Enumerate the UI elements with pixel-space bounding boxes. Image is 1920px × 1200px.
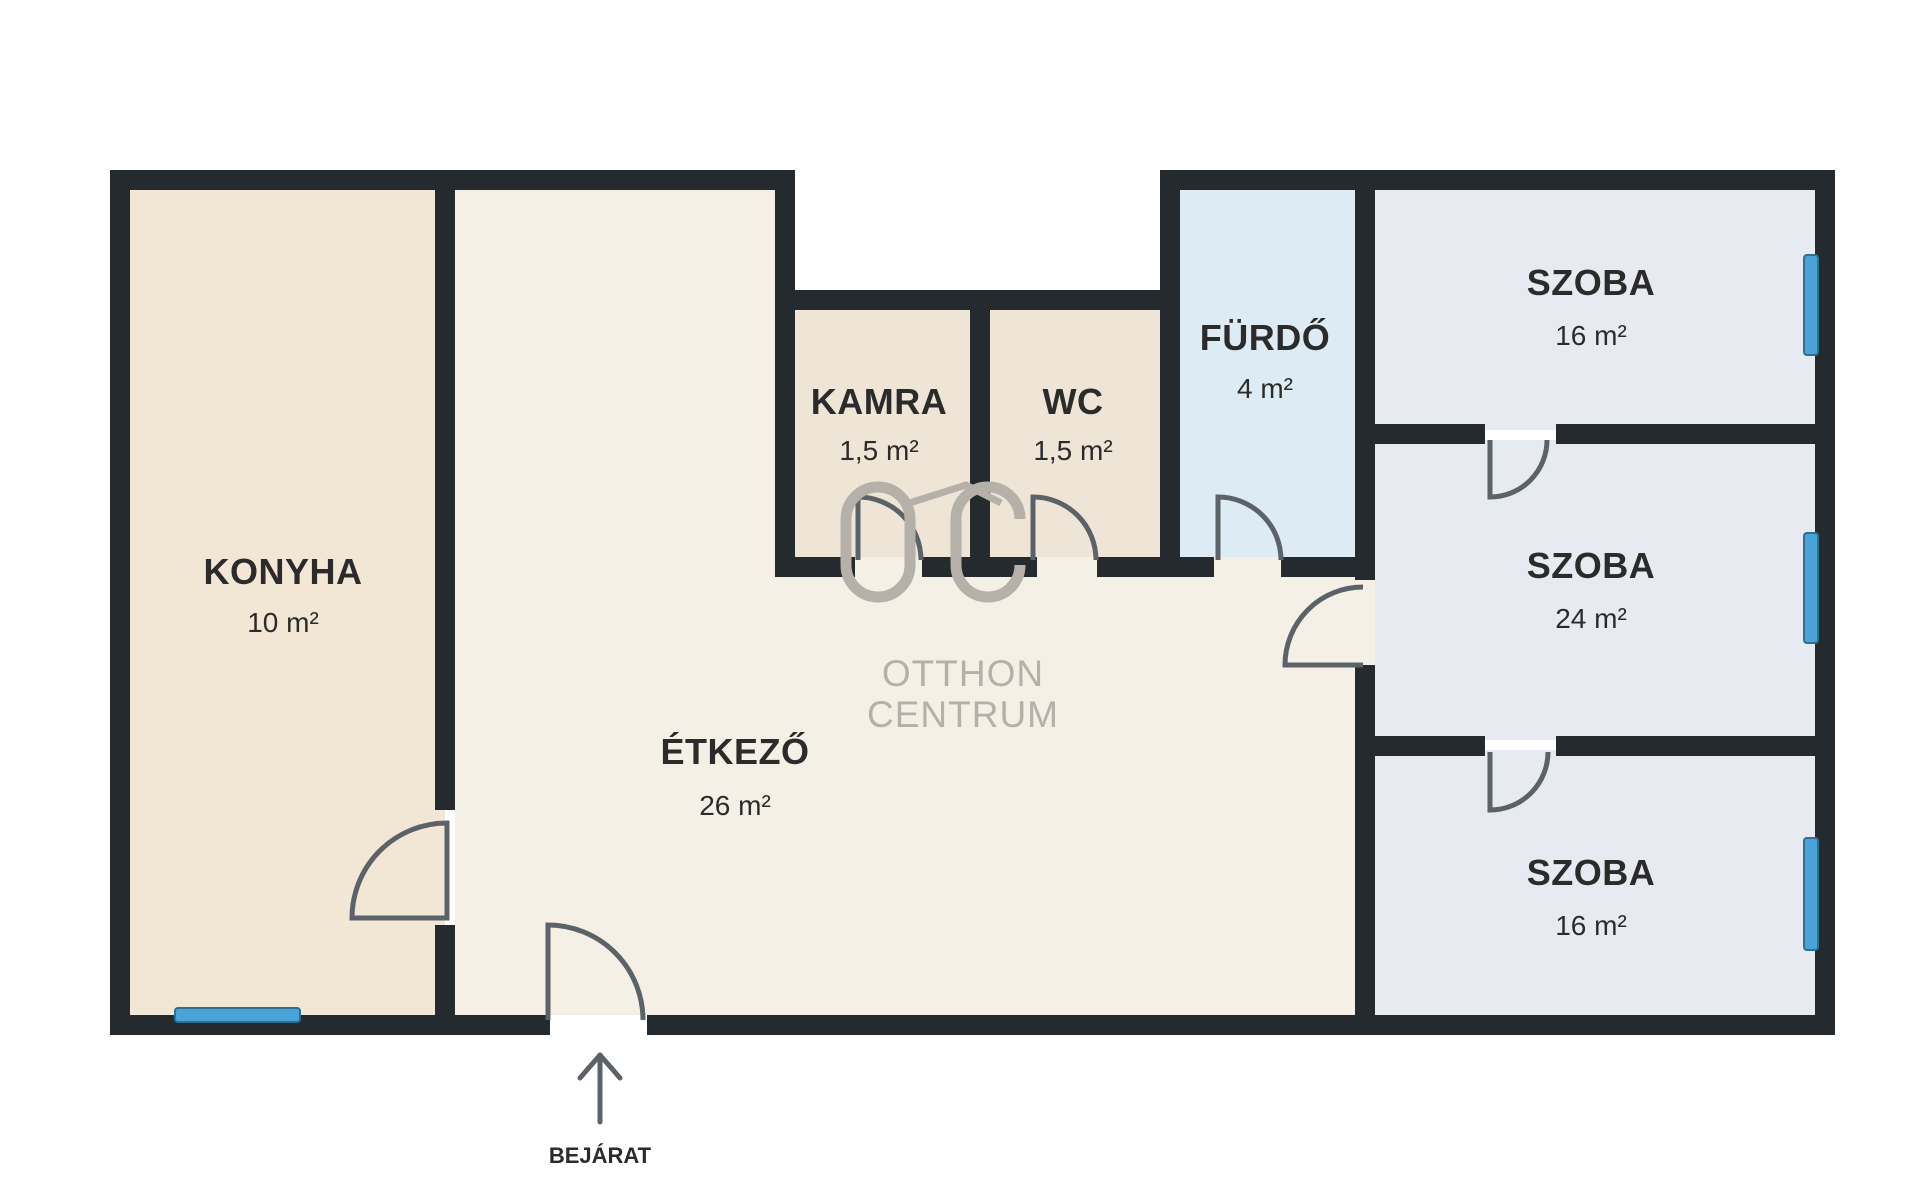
- floor-szoba-2: [1365, 440, 1815, 740]
- watermark-line-1: OTTHON: [882, 653, 1044, 694]
- door-szoba-1: [1487, 439, 1550, 500]
- door-furdo: [1215, 494, 1284, 561]
- room-name-etkezo: ÉTKEZŐ: [660, 730, 809, 772]
- room-area-konyha: 10 m²: [247, 607, 319, 638]
- room-name-szoba-2: SZOBA: [1527, 545, 1656, 586]
- entrance-threshold: [550, 1015, 647, 1033]
- entrance-label: BEJÁRAT: [549, 1143, 652, 1168]
- doors: [349, 439, 1551, 1021]
- floor-etkezo-upper: [455, 190, 775, 560]
- room-area-szoba-1: 16 m²: [1555, 320, 1627, 351]
- door-entrance: [545, 922, 646, 1021]
- room-area-szoba-2: 24 m²: [1555, 603, 1627, 634]
- otthon-centrum-logo: [840, 481, 1026, 603]
- window-szoba-3: [1803, 837, 1819, 951]
- floor-wc: [980, 305, 1165, 557]
- floor-etkezo-lower: [455, 555, 1355, 1015]
- room-area-wc: 1,5 m²: [1033, 435, 1112, 466]
- room-area-furdo: 4 m²: [1237, 373, 1293, 404]
- walls: [110, 170, 1835, 1035]
- room-name-szoba-1: SZOBA: [1527, 262, 1656, 303]
- watermark-line-2: CENTRUM: [867, 694, 1059, 735]
- floor-szoba-1: [1365, 190, 1815, 430]
- window-szoba-2: [1803, 532, 1819, 644]
- room-name-konyha: KONYHA: [203, 551, 362, 592]
- room-area-etkezo: 26 m²: [699, 790, 771, 821]
- window-szoba-1: [1803, 254, 1819, 356]
- floor-kamra: [785, 305, 970, 557]
- window-konyha: [174, 1007, 301, 1023]
- floor-szoba-3: [1365, 750, 1815, 1015]
- door-kamra: [855, 494, 924, 561]
- windows: [174, 254, 1819, 1023]
- floor-passage: [1350, 580, 1375, 665]
- arrow-up-icon: [577, 1052, 623, 1125]
- room-name-szoba-3: SZOBA: [1527, 852, 1656, 893]
- floor-furdo: [1175, 190, 1355, 557]
- floor-konyha: [130, 190, 445, 1015]
- door-wc: [1030, 494, 1099, 561]
- room-name-kamra: KAMRA: [811, 381, 947, 422]
- room-area-kamra: 1,5 m²: [839, 435, 918, 466]
- room-name-wc: WC: [1043, 381, 1104, 422]
- door-konyha: [349, 820, 450, 921]
- door-szoba-3: [1487, 751, 1551, 813]
- door-szoba-2: [1282, 584, 1364, 668]
- room-name-furdo: FÜRDŐ: [1200, 316, 1331, 358]
- room-area-szoba-3: 16 m²: [1555, 910, 1627, 941]
